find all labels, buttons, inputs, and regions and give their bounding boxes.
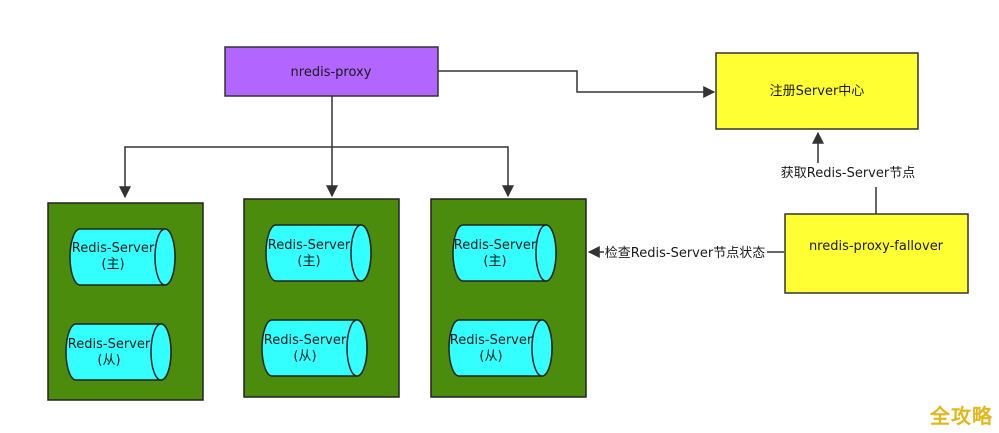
- registry-center-label: 注册Server中心: [770, 84, 865, 99]
- connectors: [119, 70, 877, 258]
- redis-group-1: Redis-Server (主) Redis-Server (从): [47, 202, 204, 401]
- watermark-logo: 全攻略: [930, 404, 993, 428]
- redis-master-name: Redis-Server: [454, 238, 537, 253]
- registry-center-node: 注册Server中心: [715, 52, 919, 130]
- check-status-label: 检查Redis-Server节点状态: [605, 246, 765, 261]
- redis-slave-name: Redis-Server: [450, 333, 533, 348]
- redis-master-cylinder: Redis-Server (主): [265, 224, 372, 282]
- redis-group-3: Redis-Server (主) Redis-Server (从): [430, 198, 587, 398]
- redis-slave-role: (从): [293, 349, 316, 364]
- redis-master-role: (主): [297, 254, 320, 269]
- proxy-to-group-3-edge: [332, 146, 514, 198]
- proxy-to-registry-edge: [438, 70, 716, 98]
- redis-master-name: Redis-Server: [72, 241, 155, 256]
- nredis-proxy-label: nredis-proxy: [291, 65, 372, 80]
- redis-master-role: (主): [483, 254, 506, 269]
- redis-master-role: (主): [101, 257, 124, 272]
- redis-master-cylinder: Redis-Server (主): [69, 228, 176, 286]
- nredis-proxy-fallover-node: nredis-proxy-fallover: [784, 213, 969, 294]
- redis-master-cylinder: Redis-Server (主): [452, 224, 557, 282]
- nredis-proxy-fallover-label: nredis-proxy-fallover: [809, 239, 944, 254]
- redis-slave-cylinder: Redis-Server (从): [448, 319, 553, 377]
- redis-slave-name: Redis-Server: [68, 337, 151, 352]
- redis-slave-cylinder: Redis-Server (从): [65, 323, 172, 381]
- redis-slave-role: (从): [97, 353, 120, 368]
- redis-slave-role: (从): [479, 349, 502, 364]
- nredis-proxy-node: nredis-proxy: [224, 46, 439, 97]
- redis-group-2: Redis-Server (主) Redis-Server (从): [243, 198, 400, 398]
- redis-slave-cylinder: Redis-Server (从): [261, 319, 368, 377]
- redis-slave-name: Redis-Server: [264, 333, 347, 348]
- proxy-to-group-1-edge: [119, 146, 332, 199]
- redis-master-name: Redis-Server: [268, 238, 351, 253]
- get-nodes-label: 获取Redis-Server节点: [781, 166, 915, 181]
